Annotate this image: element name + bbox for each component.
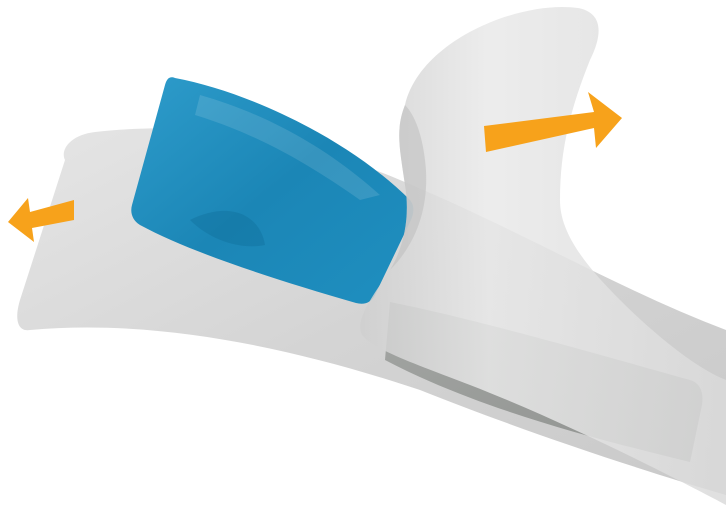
illustration-scene [0, 0, 726, 508]
peel-film-illustration [0, 0, 726, 508]
